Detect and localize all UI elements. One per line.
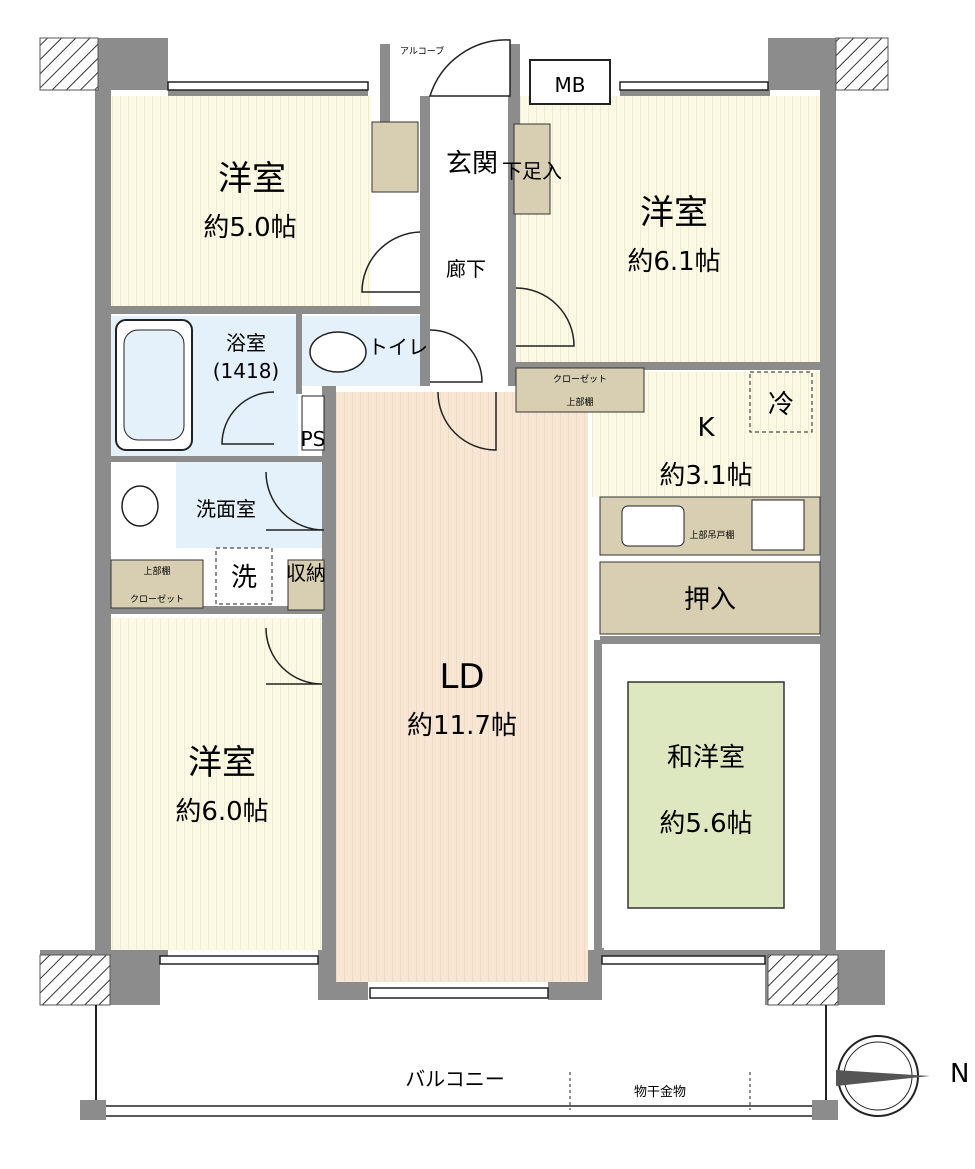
tatami-name: 和洋室 <box>667 743 745 773</box>
storage-label: 収納 <box>286 561 326 585</box>
bedroom-ne-size: 約6.1帖 <box>627 247 720 277</box>
entrance-name: 玄関 <box>446 149 498 179</box>
oshiire <box>599 561 821 635</box>
wall-hatching <box>39 37 889 1006</box>
closet-ne-shelf-label: 上部棚 <box>566 396 593 408</box>
bedroom-nw-floor <box>111 96 371 310</box>
hallway-floor <box>430 212 508 387</box>
tatami-size: 約5.6帖 <box>659 809 752 839</box>
kitchen-sink <box>621 505 685 547</box>
bedroom-nw-name: 洋室 <box>218 159 286 199</box>
washer-pan <box>215 547 273 605</box>
shoe-storage <box>513 123 551 215</box>
oshiire-label: 押入 <box>684 585 736 615</box>
closet-sw-shelf-label: 上部棚 <box>143 565 170 577</box>
closet-nw <box>371 121 419 193</box>
pipe-space-label: PS <box>301 427 326 451</box>
doors <box>221 231 575 685</box>
living-name: LD <box>439 657 484 697</box>
pipe-space <box>301 395 325 451</box>
closet-ne <box>515 367 645 413</box>
upper-cabinet-label: 上部吊戸棚 <box>689 529 734 541</box>
entrance-door-swing <box>428 39 511 97</box>
closet-sw-label: クローゼット <box>130 593 184 605</box>
bathtub-inner <box>123 329 185 441</box>
living-size: 約11.7帖 <box>407 711 517 741</box>
bath-spec: (1418) <box>213 359 280 383</box>
washbasin <box>121 485 159 527</box>
bath-name: 浴室 <box>226 331 266 355</box>
kitchen-size: 約3.1帖 <box>659 461 752 491</box>
bedroom-nw-size: 約5.0帖 <box>203 213 296 243</box>
bedroom-sw-name: 洋室 <box>188 743 256 783</box>
alcove-label: アルコーブ <box>400 45 444 57</box>
bedroom-ne-floor <box>515 96 820 364</box>
drying-rack-label: 物干金物 <box>634 1084 686 1100</box>
balcony-label: バルコニー <box>405 1067 505 1091</box>
compass <box>836 1035 930 1117</box>
hallway-name: 廊下 <box>446 257 486 281</box>
toilet-name: トイレ <box>368 335 428 359</box>
toilet-bowl <box>309 331 367 373</box>
windows <box>159 81 769 999</box>
shoe-storage-name: 下足入 <box>502 159 562 183</box>
bedroom-ne-name: 洋室 <box>640 193 708 233</box>
interior-walls <box>108 44 820 968</box>
bedroom-sw-floor <box>111 618 324 950</box>
meter-box <box>529 59 611 105</box>
kitchen-name: K <box>697 413 715 443</box>
living-floor <box>336 392 588 982</box>
tatami-mat <box>627 681 785 909</box>
balcony <box>80 1005 838 1120</box>
cooktop <box>751 499 805 551</box>
storage-box <box>287 559 325 611</box>
compass-north-label: N <box>950 1059 969 1089</box>
entrance-floor <box>430 122 514 212</box>
fridge-label: 冷 <box>768 390 794 420</box>
fridge <box>749 371 813 433</box>
meter-box-label: MB <box>555 73 586 97</box>
washroom-name: 洗面室 <box>196 497 256 521</box>
washer-label: 洗 <box>231 563 257 593</box>
washroom-floor <box>176 462 324 548</box>
bedroom-sw-size: 約6.0帖 <box>175 797 268 827</box>
closet-sw <box>110 559 204 609</box>
closet-ne-label: クローゼット <box>553 373 607 385</box>
